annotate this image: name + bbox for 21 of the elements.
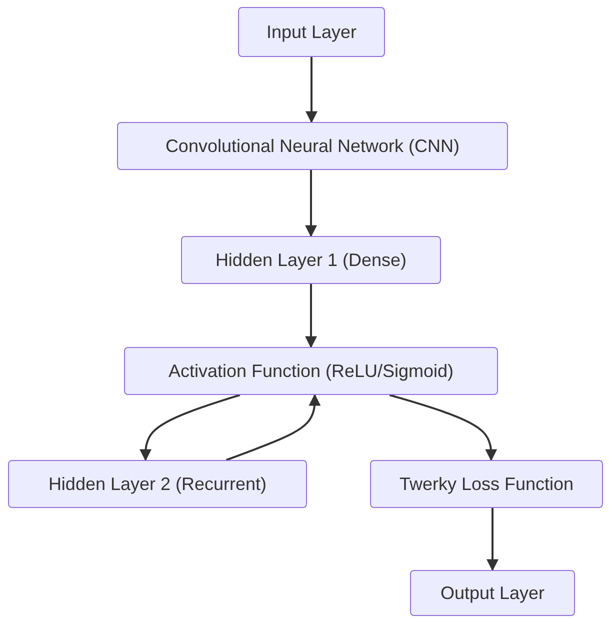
process-box	[117, 122, 508, 170]
arrow	[305, 170, 317, 238]
node-label: Activation Function (ReLU/Sigmoid)	[168, 360, 454, 382]
process-box	[238, 7, 385, 57]
process-box	[370, 460, 603, 508]
arrow	[305, 284, 317, 348]
arrow	[306, 57, 318, 124]
process-box	[181, 236, 441, 284]
arrow	[140, 394, 240, 462]
node-label: Twerky Loss Function	[399, 474, 574, 494]
arrow	[226, 394, 321, 461]
node-label: Hidden Layer 2 (Recurrent)	[48, 474, 267, 494]
node-label: Convolutional Neural Network (CNN)	[165, 136, 460, 156]
process-box	[8, 460, 307, 508]
process-box	[410, 570, 575, 616]
node-label: Output Layer	[440, 582, 545, 604]
process-box	[124, 347, 498, 395]
node-label: Hidden Layer 1 (Dense)	[215, 250, 407, 270]
arrow	[389, 394, 498, 462]
node-label: Input Layer	[266, 22, 357, 42]
arrow	[486, 508, 498, 572]
